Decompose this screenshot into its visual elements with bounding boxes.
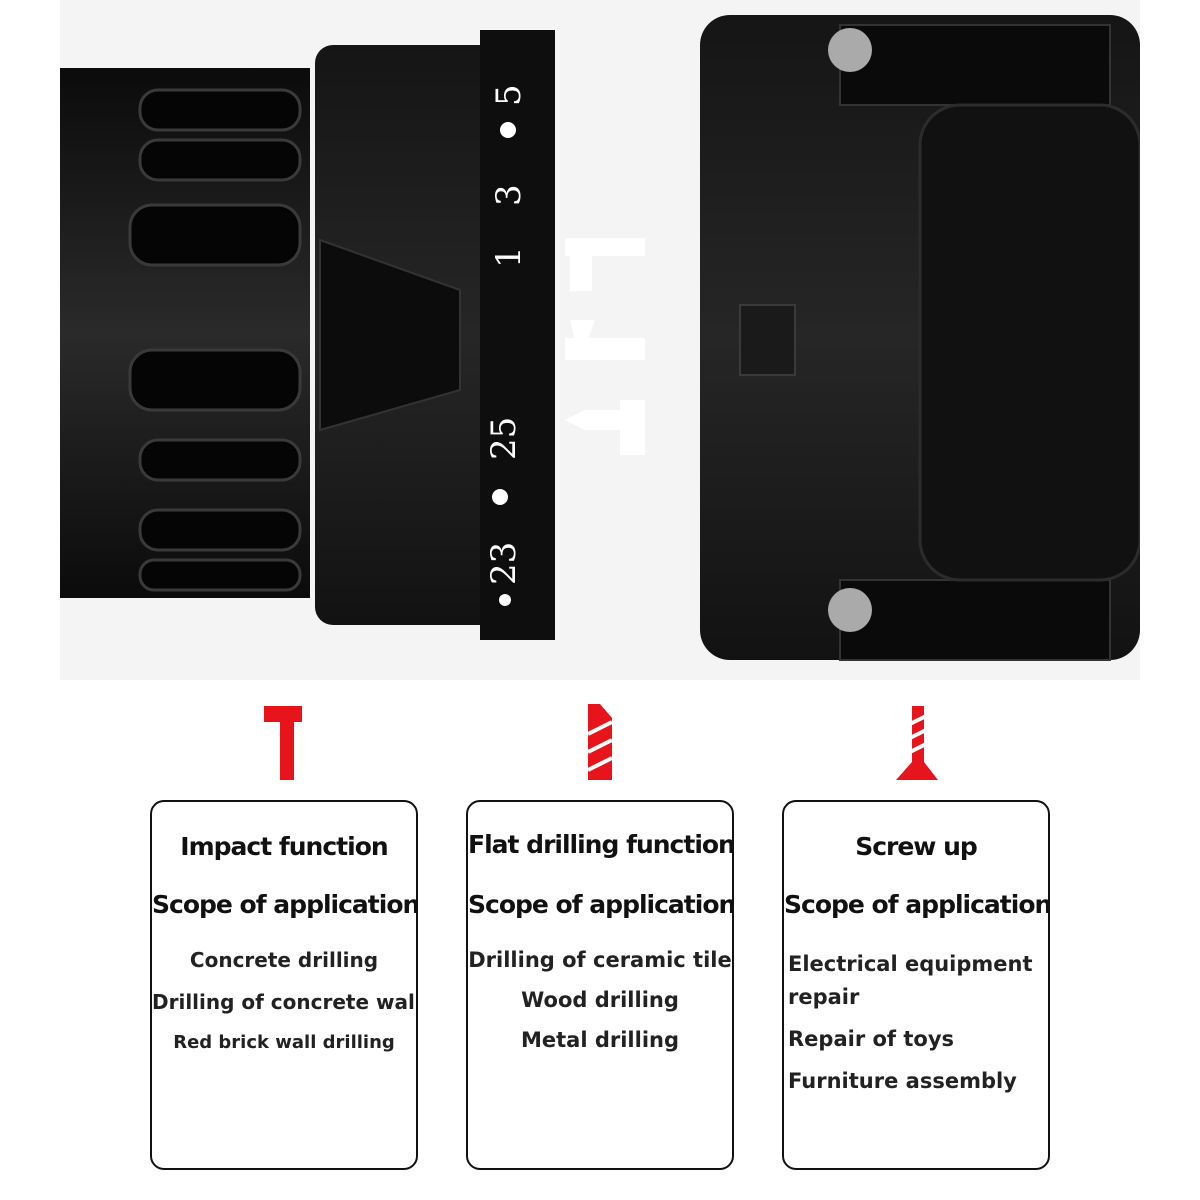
list-item: Drilling of concrete wall xyxy=(152,990,418,1014)
hammer-mode-icon xyxy=(565,238,645,291)
hammer-icon xyxy=(258,700,318,790)
list-item: Metal drilling xyxy=(520,1028,680,1052)
screw-mode-icon xyxy=(565,400,645,455)
card-title: Screw up xyxy=(855,832,978,861)
drill-mode-icon xyxy=(565,320,645,360)
list-item: Repair of toys xyxy=(788,1027,955,1051)
card-title: Impact function xyxy=(180,832,388,861)
dial-numbers: 5 3 1 25 23 xyxy=(484,84,529,606)
dial-number: 23 xyxy=(484,542,524,585)
application-list: Drilling of ceramic tile Wood drilling M… xyxy=(468,948,732,1068)
flat-drilling-card: Flat drilling function Scope of applicat… xyxy=(466,800,734,1170)
list-item: Electrical equipment repair xyxy=(788,952,1033,1009)
dial-number: 1 xyxy=(489,246,529,268)
card-subtitle: Scope of application xyxy=(152,890,418,919)
drill-product-image: 5 3 1 25 23 xyxy=(60,0,1140,680)
dial-number: 5 xyxy=(489,84,529,106)
list-item: Drilling of ceramic tile xyxy=(468,948,732,972)
list-item: Red brick wall drilling xyxy=(173,1032,395,1053)
card-subtitle: Scope of application: xyxy=(784,890,1050,919)
screw-icon xyxy=(888,700,948,790)
list-item: Furniture assembly xyxy=(788,1069,1017,1093)
dial-number: 25 xyxy=(484,417,524,460)
list-item: Concrete drilling xyxy=(189,948,379,972)
dial-number: 3 xyxy=(489,184,529,206)
application-list: Electrical equipment repair Repair of to… xyxy=(788,948,1048,1107)
card-title: Flat drilling function xyxy=(468,830,734,859)
card-subtitle: Scope of application xyxy=(468,890,734,919)
screw-up-card: Screw up Scope of application: Electrica… xyxy=(782,800,1050,1170)
impact-function-card: Impact function Scope of application Con… xyxy=(150,800,418,1170)
drill-bit-icon xyxy=(570,700,630,790)
application-list: Concrete drilling Drilling of concrete w… xyxy=(152,948,416,1071)
list-item: Wood drilling xyxy=(521,988,679,1012)
